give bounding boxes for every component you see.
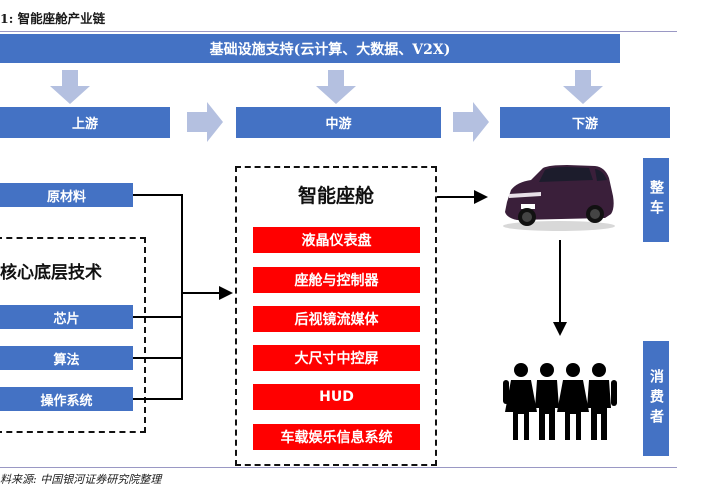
core-tech-item-label: 算法	[53, 352, 80, 368]
figure-title: 1: 智能座舱产业链	[0, 11, 106, 26]
car-image	[503, 165, 615, 231]
cockpit-item-hud: HUD	[253, 384, 420, 410]
connector-line	[133, 194, 183, 196]
stage-upstream: 上游	[0, 107, 170, 138]
connector-line	[181, 292, 221, 294]
cockpit-item-controller: 座舱与控制器	[253, 267, 420, 293]
stage-label: 中游	[325, 117, 352, 132]
connector-line	[133, 357, 183, 359]
cockpit-item-infotainment: 车载娱乐信息系统	[253, 424, 420, 450]
infrastructure-banner: 基础设施支持(云计算、大数据、V2X)	[0, 34, 620, 63]
infrastructure-label: 基础设施支持(云计算、大数据、V2X)	[209, 41, 451, 58]
connector-line	[437, 196, 477, 198]
stage-label: 下游	[571, 117, 598, 132]
smart-cockpit-title: 智能座舱	[297, 185, 374, 207]
vehicle-label-box: 整车	[643, 158, 669, 242]
right-arrow-icon-2	[453, 102, 489, 142]
cockpit-item-label: HUD	[319, 389, 354, 405]
figure-source: 料来源: 中国银河证券研究院整理	[0, 473, 162, 486]
arrowhead-icon	[219, 286, 233, 300]
connector-line	[181, 194, 183, 400]
arrowhead-icon	[553, 322, 567, 336]
core-tech-item-os: 操作系统	[0, 387, 133, 411]
raw-materials-label: 原材料	[46, 189, 86, 205]
vehicle-label: 整车	[648, 180, 664, 220]
cockpit-item-label: 座舱与控制器	[294, 273, 379, 289]
cockpit-item-label: 大尺寸中控屏	[294, 351, 379, 367]
connector-line	[133, 316, 183, 318]
bottom-divider	[0, 467, 677, 468]
stage-downstream: 下游	[500, 107, 670, 138]
down-arrow-icon-downstream	[563, 70, 603, 104]
cockpit-item-label: 后视镜流媒体	[294, 312, 379, 328]
core-tech-item-label: 操作系统	[40, 393, 93, 409]
smart-cockpit-group	[235, 166, 437, 466]
cockpit-item-label: 车载娱乐信息系统	[280, 430, 393, 446]
core-tech-item-label: 芯片	[53, 311, 80, 327]
core-tech-item-chip: 芯片	[0, 305, 133, 329]
core-tech-item-algorithm: 算法	[0, 346, 133, 370]
cockpit-item-label: 液晶仪表盘	[301, 233, 372, 249]
title-divider	[0, 31, 677, 32]
connector-line	[133, 398, 183, 400]
connector-line	[559, 240, 561, 324]
stage-label: 上游	[71, 117, 98, 132]
consumer-label-box: 消费者	[643, 341, 669, 456]
raw-materials-box: 原材料	[0, 183, 133, 207]
cockpit-item-center-screen: 大尺寸中控屏	[253, 345, 420, 371]
consumer-label: 消费者	[648, 368, 664, 429]
core-tech-group	[0, 237, 146, 433]
down-arrow-icon-upstream	[50, 70, 90, 104]
cockpit-item-streaming-mirror: 后视镜流媒体	[253, 306, 420, 332]
core-tech-title: 核心底层技术	[0, 263, 102, 283]
stage-midstream: 中游	[236, 107, 441, 138]
people-group-icon	[503, 363, 617, 440]
cockpit-item-lcd-cluster: 液晶仪表盘	[253, 227, 420, 253]
arrowhead-icon	[474, 190, 488, 204]
down-arrow-icon-midstream	[316, 70, 356, 104]
right-arrow-icon-1	[187, 102, 223, 142]
